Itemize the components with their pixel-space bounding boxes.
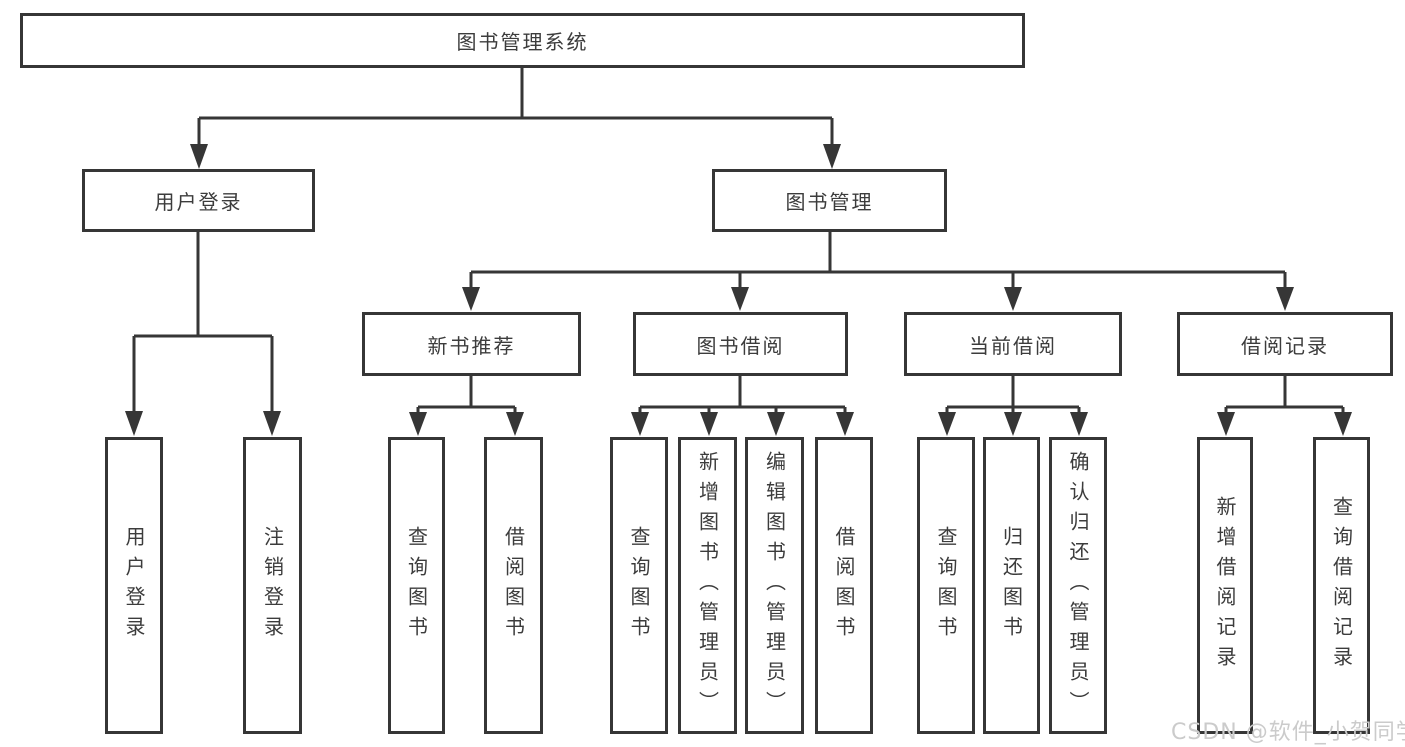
- node-label: 用户登录: [154, 190, 243, 214]
- arrowhead: [409, 412, 427, 436]
- node-borrow-books: 借阅图书: [815, 437, 873, 734]
- arrowhead: [938, 412, 956, 436]
- node-borrow-books-recommend: 借阅图书: [484, 437, 543, 734]
- node-query-borrow-record: 查询借阅记录: [1313, 437, 1370, 734]
- connector-book-management-children: [462, 232, 1294, 311]
- node-borrow-records: 借阅记录: [1177, 312, 1393, 376]
- arrowhead: [700, 412, 718, 436]
- arrowhead: [1276, 287, 1294, 311]
- node-label: 借阅记录: [1241, 333, 1329, 358]
- node-label: 借阅图书: [501, 525, 526, 646]
- node-label: 确认归还（管理员）: [1066, 450, 1090, 721]
- node-label: 新书推荐: [427, 333, 516, 358]
- node-label: 当前借阅: [969, 333, 1057, 358]
- node-label: 编辑图书（管理员）: [762, 450, 787, 721]
- arrowhead: [263, 411, 281, 436]
- node-label: 用户登录: [122, 525, 146, 646]
- node-label: 注销登录: [260, 525, 285, 646]
- arrowhead: [731, 287, 749, 311]
- node-return-book: 归还图书: [983, 437, 1040, 734]
- arrowhead: [506, 412, 524, 436]
- arrowhead: [462, 287, 480, 311]
- node-label: 查询图书: [934, 525, 958, 646]
- arrowhead: [836, 412, 854, 436]
- connector-borrow-records-children: [1217, 376, 1352, 436]
- node-confirm-return-admin: 确认归还（管理员）: [1049, 437, 1107, 734]
- node-label: 归还图书: [999, 525, 1024, 646]
- node-query-books-current: 查询图书: [917, 437, 975, 734]
- node-label: 新增借阅记录: [1213, 495, 1237, 676]
- arrowhead: [1217, 412, 1235, 436]
- node-book-borrow: 图书借阅: [633, 312, 848, 376]
- node-label: 查询图书: [627, 525, 651, 646]
- arrowhead: [1004, 287, 1022, 311]
- node-label: 图书借阅: [696, 333, 785, 358]
- node-label: 图书管理系统: [456, 30, 589, 54]
- arrowhead: [1334, 412, 1352, 436]
- node-logout: 注销登录: [243, 437, 302, 734]
- csdn-watermark: CSDN @软件_小贺同学: [1171, 720, 1405, 745]
- arrowhead: [823, 144, 841, 169]
- node-library-management-system: 图书管理系统: [20, 13, 1025, 68]
- node-user-login-action: 用户登录: [105, 437, 163, 734]
- arrowhead: [125, 411, 143, 436]
- node-user-login: 用户登录: [82, 169, 315, 232]
- node-label: 新增图书（管理员）: [695, 450, 720, 721]
- node-edit-book-admin: 编辑图书（管理员）: [745, 437, 804, 734]
- node-current-borrow: 当前借阅: [904, 312, 1122, 376]
- node-new-book-recommend: 新书推荐: [362, 312, 581, 376]
- connector-current-borrow-children: [938, 376, 1088, 436]
- connector-root-to-level2: [190, 68, 841, 169]
- connector-new-book-recommend-children: [409, 376, 524, 436]
- connector-user-login-children: [125, 232, 281, 436]
- node-book-management: 图书管理: [712, 169, 947, 232]
- node-query-books-recommend: 查询图书: [388, 437, 445, 734]
- node-add-borrow-record: 新增借阅记录: [1197, 437, 1253, 734]
- node-query-books-borrow: 查询图书: [610, 437, 668, 734]
- arrowhead: [1070, 412, 1088, 436]
- connector-book-borrow-children: [631, 376, 854, 436]
- arrowhead: [631, 412, 649, 436]
- arrowhead: [190, 144, 208, 169]
- node-label: 图书管理: [785, 190, 874, 214]
- node-add-book-admin: 新增图书（管理员）: [678, 437, 737, 734]
- arrowhead: [1004, 412, 1022, 436]
- arrowhead: [767, 412, 785, 436]
- node-label: 查询借阅记录: [1329, 495, 1354, 676]
- node-label: 查询图书: [404, 525, 429, 646]
- node-label: 借阅图书: [832, 525, 856, 646]
